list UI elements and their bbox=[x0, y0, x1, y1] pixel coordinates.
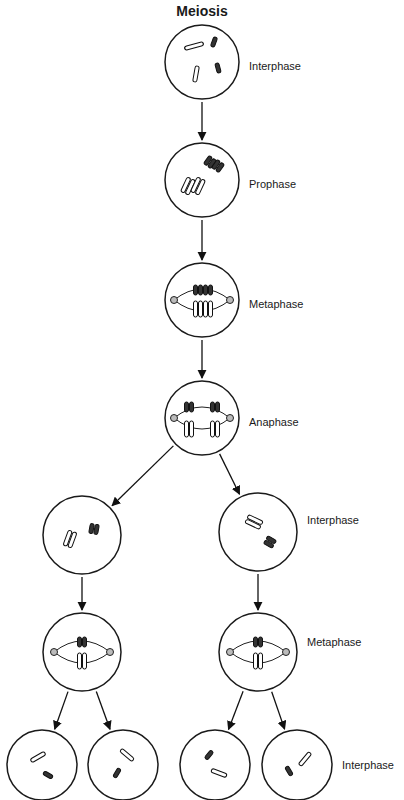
cell-outline bbox=[42, 612, 122, 692]
cell-circle: Metaphase bbox=[164, 262, 240, 338]
cell-circle: Prophase bbox=[164, 142, 240, 218]
cell-outline bbox=[42, 495, 122, 575]
stage-label: Interphase bbox=[248, 60, 302, 73]
stage-label: Anaphase bbox=[248, 416, 300, 429]
cell-outline bbox=[179, 729, 251, 800]
arrow-connector bbox=[257, 574, 258, 610]
cell-circle bbox=[6, 729, 78, 800]
cell-circle: Interphase bbox=[261, 729, 333, 800]
arrow-connector bbox=[201, 340, 202, 378]
cell-circle: Interphase bbox=[218, 492, 298, 572]
cell-outline bbox=[261, 729, 333, 800]
arrow-connector bbox=[229, 691, 244, 729]
arrow-connector bbox=[55, 692, 68, 730]
cell-circle bbox=[42, 495, 122, 575]
cell-circle: Metaphase bbox=[218, 612, 298, 692]
arrow-connector bbox=[201, 220, 202, 260]
cell-circle bbox=[179, 729, 251, 800]
cell-circle: Interphase bbox=[164, 24, 240, 100]
arrow-connector bbox=[96, 692, 110, 730]
arrow-connector bbox=[220, 454, 240, 494]
stage-label: Metaphase bbox=[248, 298, 304, 311]
cell-outline bbox=[164, 24, 240, 100]
arrow-connector bbox=[272, 692, 285, 729]
diagram-title: Meiosis bbox=[0, 3, 404, 19]
cell-circle bbox=[42, 612, 122, 692]
cell-outline bbox=[218, 492, 298, 572]
cell-outline bbox=[164, 262, 240, 338]
cell-circle bbox=[87, 729, 159, 800]
stage-label: Prophase bbox=[248, 178, 297, 191]
arrow-connector bbox=[81, 577, 82, 610]
cell-outline bbox=[87, 729, 159, 800]
cell-outline bbox=[164, 142, 240, 218]
arrow-connector bbox=[112, 446, 173, 506]
cell-circle: Anaphase bbox=[164, 380, 240, 456]
arrow-connector bbox=[201, 102, 202, 140]
stage-label: Interphase bbox=[306, 514, 360, 527]
cell-outline bbox=[164, 380, 240, 456]
stage-label: Metaphase bbox=[306, 636, 362, 649]
cell-outline bbox=[218, 612, 298, 692]
cell-outline bbox=[6, 729, 78, 800]
stage-label: Interphase bbox=[341, 759, 395, 772]
